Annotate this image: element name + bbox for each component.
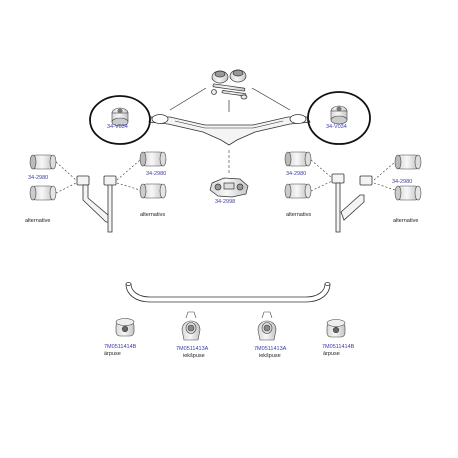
rear-bushing-left-d <box>139 183 167 199</box>
rear-bushing-left-c <box>139 151 167 167</box>
front-bushing-left <box>89 95 152 145</box>
part-number-front-left: 34-V034 <box>107 124 128 130</box>
part-number-rear-left-alt: 34-2980 <box>146 171 167 177</box>
rear-bushing-left-a <box>29 154 57 170</box>
center-mount <box>209 177 249 198</box>
label-outer-2: ārpuse <box>323 351 340 357</box>
part-number-rear-left: 34-2980 <box>28 175 49 181</box>
part-number-rear-right-alt: 34-2980 <box>286 171 307 177</box>
part-number-rear-right: 34-2980 <box>392 179 413 185</box>
part-number-center: 34-2998 <box>215 199 236 205</box>
part-number-sway-inner-left: 7M0511413A <box>176 346 209 352</box>
sway-bushing-outer-left <box>115 318 135 337</box>
label-inner-1: iekšpuse <box>183 353 205 359</box>
sway-bushing-outer-right <box>326 319 346 338</box>
sway-bushing-inner-right <box>257 311 277 341</box>
label-alternative-2: alternativs <box>140 212 166 218</box>
rear-arm-left <box>76 175 117 233</box>
part-number-front-right: 34-V034 <box>326 124 347 130</box>
leader-lines-left-a <box>55 161 77 194</box>
leader-lines-right-b <box>373 161 396 191</box>
leader-lines-left-b <box>116 159 141 191</box>
label-alternative-3: alternativs <box>286 212 312 218</box>
bolt-set-top <box>211 69 248 100</box>
rear-bushing-left-b <box>29 185 57 201</box>
label-inner-2: iekšpuse <box>259 353 281 359</box>
leader-lines-right-a <box>310 159 333 192</box>
label-alternative-4: alternative <box>393 218 419 224</box>
part-number-sway-outer-left: 7M0511414B <box>104 344 137 350</box>
part-number-sway-inner-right: 7M0511413A <box>254 346 287 352</box>
part-number-sway-outer-right: 7M0511414B <box>322 344 355 350</box>
rear-bushing-right-b <box>284 183 312 199</box>
sway-bar <box>125 282 331 303</box>
rear-bushing-right-a <box>284 151 312 167</box>
rear-arm-right <box>331 173 373 233</box>
label-outer-1: ärpuse <box>104 351 121 357</box>
label-alternative-1: alternative <box>25 218 51 224</box>
rear-bushing-right-c <box>394 154 422 170</box>
leader-lines-top <box>169 87 291 112</box>
rear-bushing-right-d <box>394 185 422 201</box>
crossmember <box>148 114 311 146</box>
front-bushing-right <box>307 91 371 145</box>
sway-bushing-inner-left <box>181 311 201 341</box>
